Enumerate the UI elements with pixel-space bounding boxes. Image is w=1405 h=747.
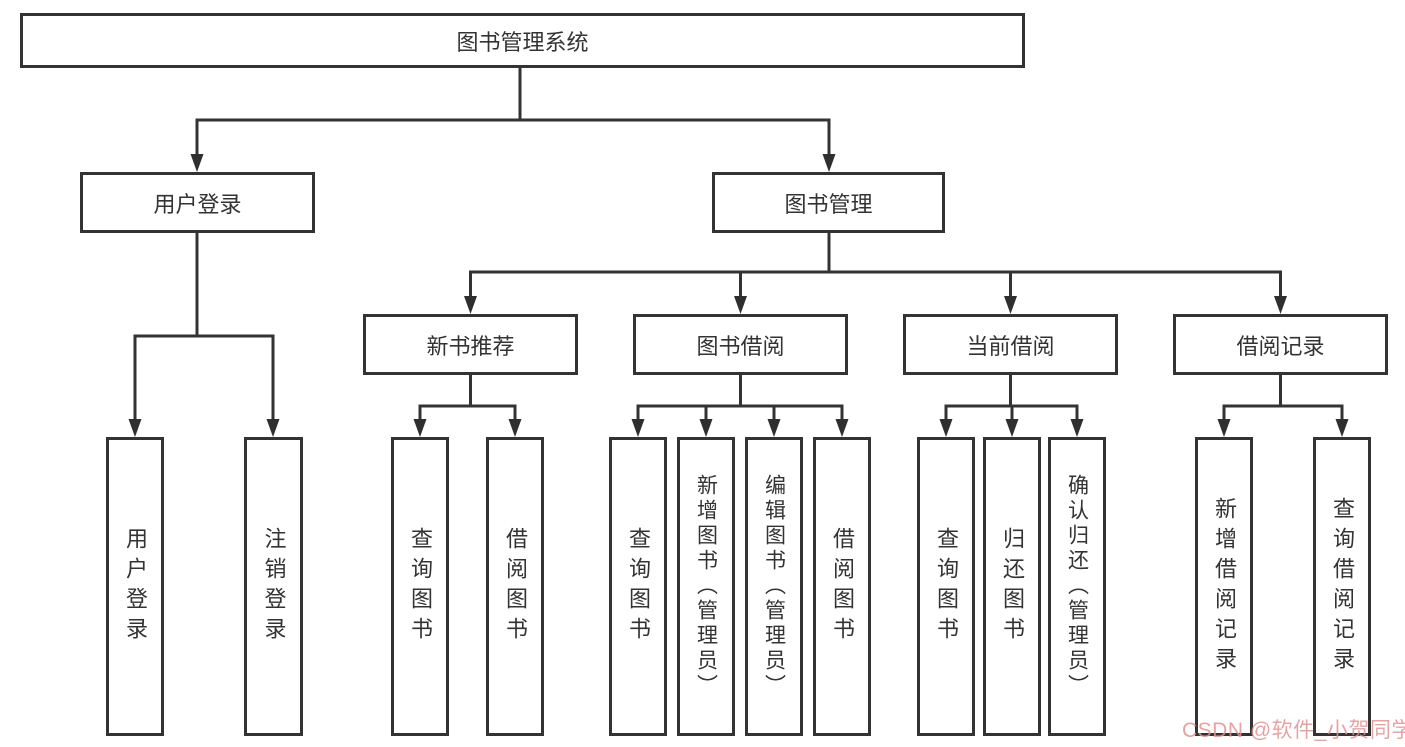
leaf-confirm-return-admin: 确认归还（管理员） — [1048, 437, 1106, 736]
connector-bookborrow-to-leaves — [631, 375, 849, 437]
leaf-logout: 注销登录 — [244, 437, 303, 736]
arrow-down-icon — [939, 419, 953, 437]
leaf-add-borrow-record: 新增借阅记录 — [1195, 437, 1253, 736]
arrow-down-icon — [190, 154, 204, 172]
arrow-down-icon — [1217, 419, 1231, 437]
arrow-down-icon — [508, 419, 522, 437]
arrow-down-icon — [128, 419, 142, 437]
connector-bookmgmt-to-level3 — [464, 233, 1287, 314]
leaf-add-books-admin: 新增图书（管理员） — [677, 437, 735, 736]
connector-userlogin-to-leaves — [128, 233, 280, 437]
arrow-down-icon — [699, 419, 713, 437]
arrow-down-icon — [1335, 419, 1349, 437]
arrow-down-icon — [734, 296, 747, 314]
arrow-down-icon — [822, 154, 836, 172]
arrow-down-icon — [1004, 296, 1017, 314]
connector-root-to-level2 — [190, 68, 836, 172]
arrow-down-icon — [835, 419, 849, 437]
node-current-borrow: 当前借阅 — [903, 314, 1118, 375]
leaf-borrow-books: 借阅图书 — [813, 437, 871, 736]
arrow-down-icon — [1005, 419, 1019, 437]
leaf-query-books: 查询图书 — [609, 437, 667, 736]
node-library-system: 图书管理系统 — [20, 13, 1025, 68]
node-book-borrow: 图书借阅 — [633, 314, 848, 375]
leaf-query-borrow-record: 查询借阅记录 — [1313, 437, 1371, 736]
leaf-borrow-books: 借阅图书 — [486, 437, 544, 736]
leaf-edit-books-admin: 编辑图书（管理员） — [745, 437, 803, 736]
connector-borrowrecord-to-leaves — [1217, 375, 1349, 437]
connector-newbooks-to-leaves — [413, 375, 522, 437]
connector-currentborrow-to-leaves — [939, 375, 1084, 437]
arrow-down-icon — [266, 419, 280, 437]
node-user-login: 用户登录 — [80, 172, 315, 233]
arrow-down-icon — [413, 419, 427, 437]
node-book-management: 图书管理 — [712, 172, 945, 233]
leaf-return-books: 归还图书 — [983, 437, 1041, 736]
arrow-down-icon — [1274, 296, 1287, 314]
arrow-down-icon — [1070, 419, 1084, 437]
leaf-query-books: 查询图书 — [917, 437, 975, 736]
arrow-down-icon — [631, 419, 645, 437]
node-new-book-recommend: 新书推荐 — [363, 314, 578, 375]
leaf-query-books: 查询图书 — [391, 437, 449, 736]
node-borrow-record: 借阅记录 — [1173, 314, 1388, 375]
arrow-down-icon — [767, 419, 781, 437]
watermark: CSDN @软件_小贺同学 — [1182, 719, 1405, 742]
leaf-user-login: 用户登录 — [106, 437, 164, 736]
arrow-down-icon — [464, 296, 477, 314]
